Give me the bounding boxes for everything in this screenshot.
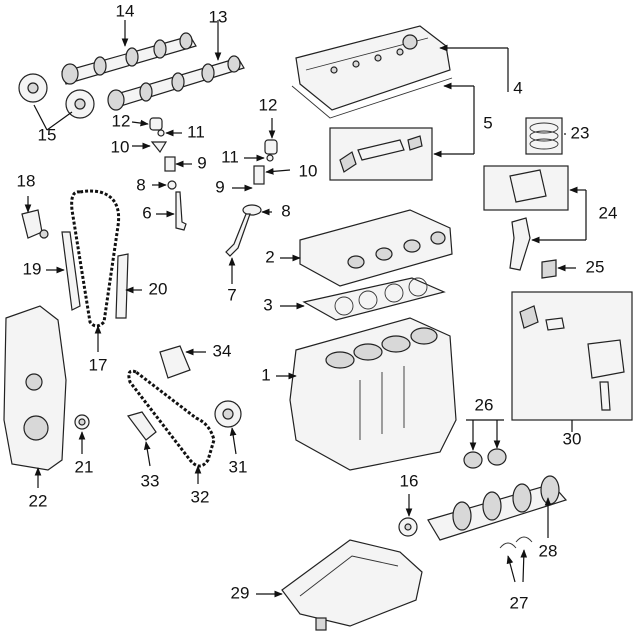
cylinder-head — [299, 209, 453, 287]
chain-guide-19 — [61, 231, 81, 311]
label-5: 5 — [483, 113, 492, 132]
gasket-kit-box — [329, 127, 433, 181]
vvt-solenoid-box — [511, 291, 633, 421]
label-2: 2 — [265, 247, 274, 266]
label-17: 17 — [89, 355, 108, 374]
timing-cover — [3, 305, 67, 471]
label-8-left: 8 — [136, 175, 145, 194]
label-20: 20 — [149, 279, 168, 298]
label-8-right: 8 — [281, 201, 290, 220]
oil-pump-sprocket — [214, 400, 242, 428]
crank-sprocket — [398, 517, 418, 537]
label-19: 19 — [23, 259, 42, 278]
valve-train-left — [149, 117, 187, 231]
leader-lines — [24, 20, 587, 598]
label-23: 23 — [571, 123, 590, 142]
chain-guide-20 — [115, 253, 129, 319]
label-32: 32 — [191, 487, 210, 506]
label-22: 22 — [29, 491, 48, 510]
crankshaft — [427, 475, 568, 541]
label-14: 14 — [116, 1, 135, 20]
oil-pan — [281, 539, 423, 631]
label-29: 29 — [231, 583, 250, 602]
label-10-left: 10 — [111, 137, 130, 156]
label-12-right: 12 — [259, 95, 278, 114]
label-30: 30 — [563, 429, 582, 448]
label-12-left: 12 — [112, 111, 131, 130]
label-1: 1 — [261, 365, 270, 384]
label-34: 34 — [213, 341, 232, 360]
label-7: 7 — [227, 285, 236, 304]
thrust-washers — [499, 536, 533, 549]
cam-sprockets — [18, 73, 95, 119]
part-number-labels: 14 13 15 12 11 10 9 8 6 12 11 10 9 8 7 4… — [17, 1, 618, 612]
head-gasket — [302, 277, 446, 321]
front-seal — [74, 414, 90, 430]
label-27: 27 — [510, 593, 529, 612]
label-4: 4 — [513, 78, 522, 97]
camshaft-exhaust — [107, 55, 245, 111]
label-9-left: 9 — [197, 153, 206, 172]
main-bearings — [463, 448, 507, 469]
timing-chain-upper — [70, 189, 121, 328]
label-28: 28 — [539, 541, 558, 560]
label-15: 15 — [38, 125, 57, 144]
label-16: 16 — [400, 471, 419, 490]
label-11-right: 11 — [221, 147, 239, 166]
label-21: 21 — [75, 457, 94, 476]
label-3: 3 — [263, 295, 272, 314]
valve-train-right — [225, 139, 278, 257]
rod-bearing — [541, 259, 557, 279]
label-26: 26 — [475, 395, 494, 414]
chain-tensioner-lower — [126, 411, 157, 441]
chain-guide-34 — [159, 345, 191, 379]
label-13: 13 — [209, 7, 228, 26]
engine-block — [289, 317, 457, 471]
label-6: 6 — [142, 203, 151, 222]
piston-rings — [525, 117, 563, 155]
label-11-left: 11 — [187, 122, 205, 141]
camshaft-intake — [61, 32, 197, 85]
piston-connecting-rod — [483, 165, 569, 271]
chain-tensioner — [21, 209, 49, 239]
label-24: 24 — [599, 203, 618, 222]
valve-cover — [291, 25, 453, 119]
label-25: 25 — [586, 257, 605, 276]
label-10-right: 10 — [299, 161, 318, 180]
label-33: 33 — [141, 471, 160, 490]
label-9-right: 9 — [215, 177, 224, 196]
label-18: 18 — [17, 171, 36, 190]
label-31: 31 — [229, 457, 248, 476]
